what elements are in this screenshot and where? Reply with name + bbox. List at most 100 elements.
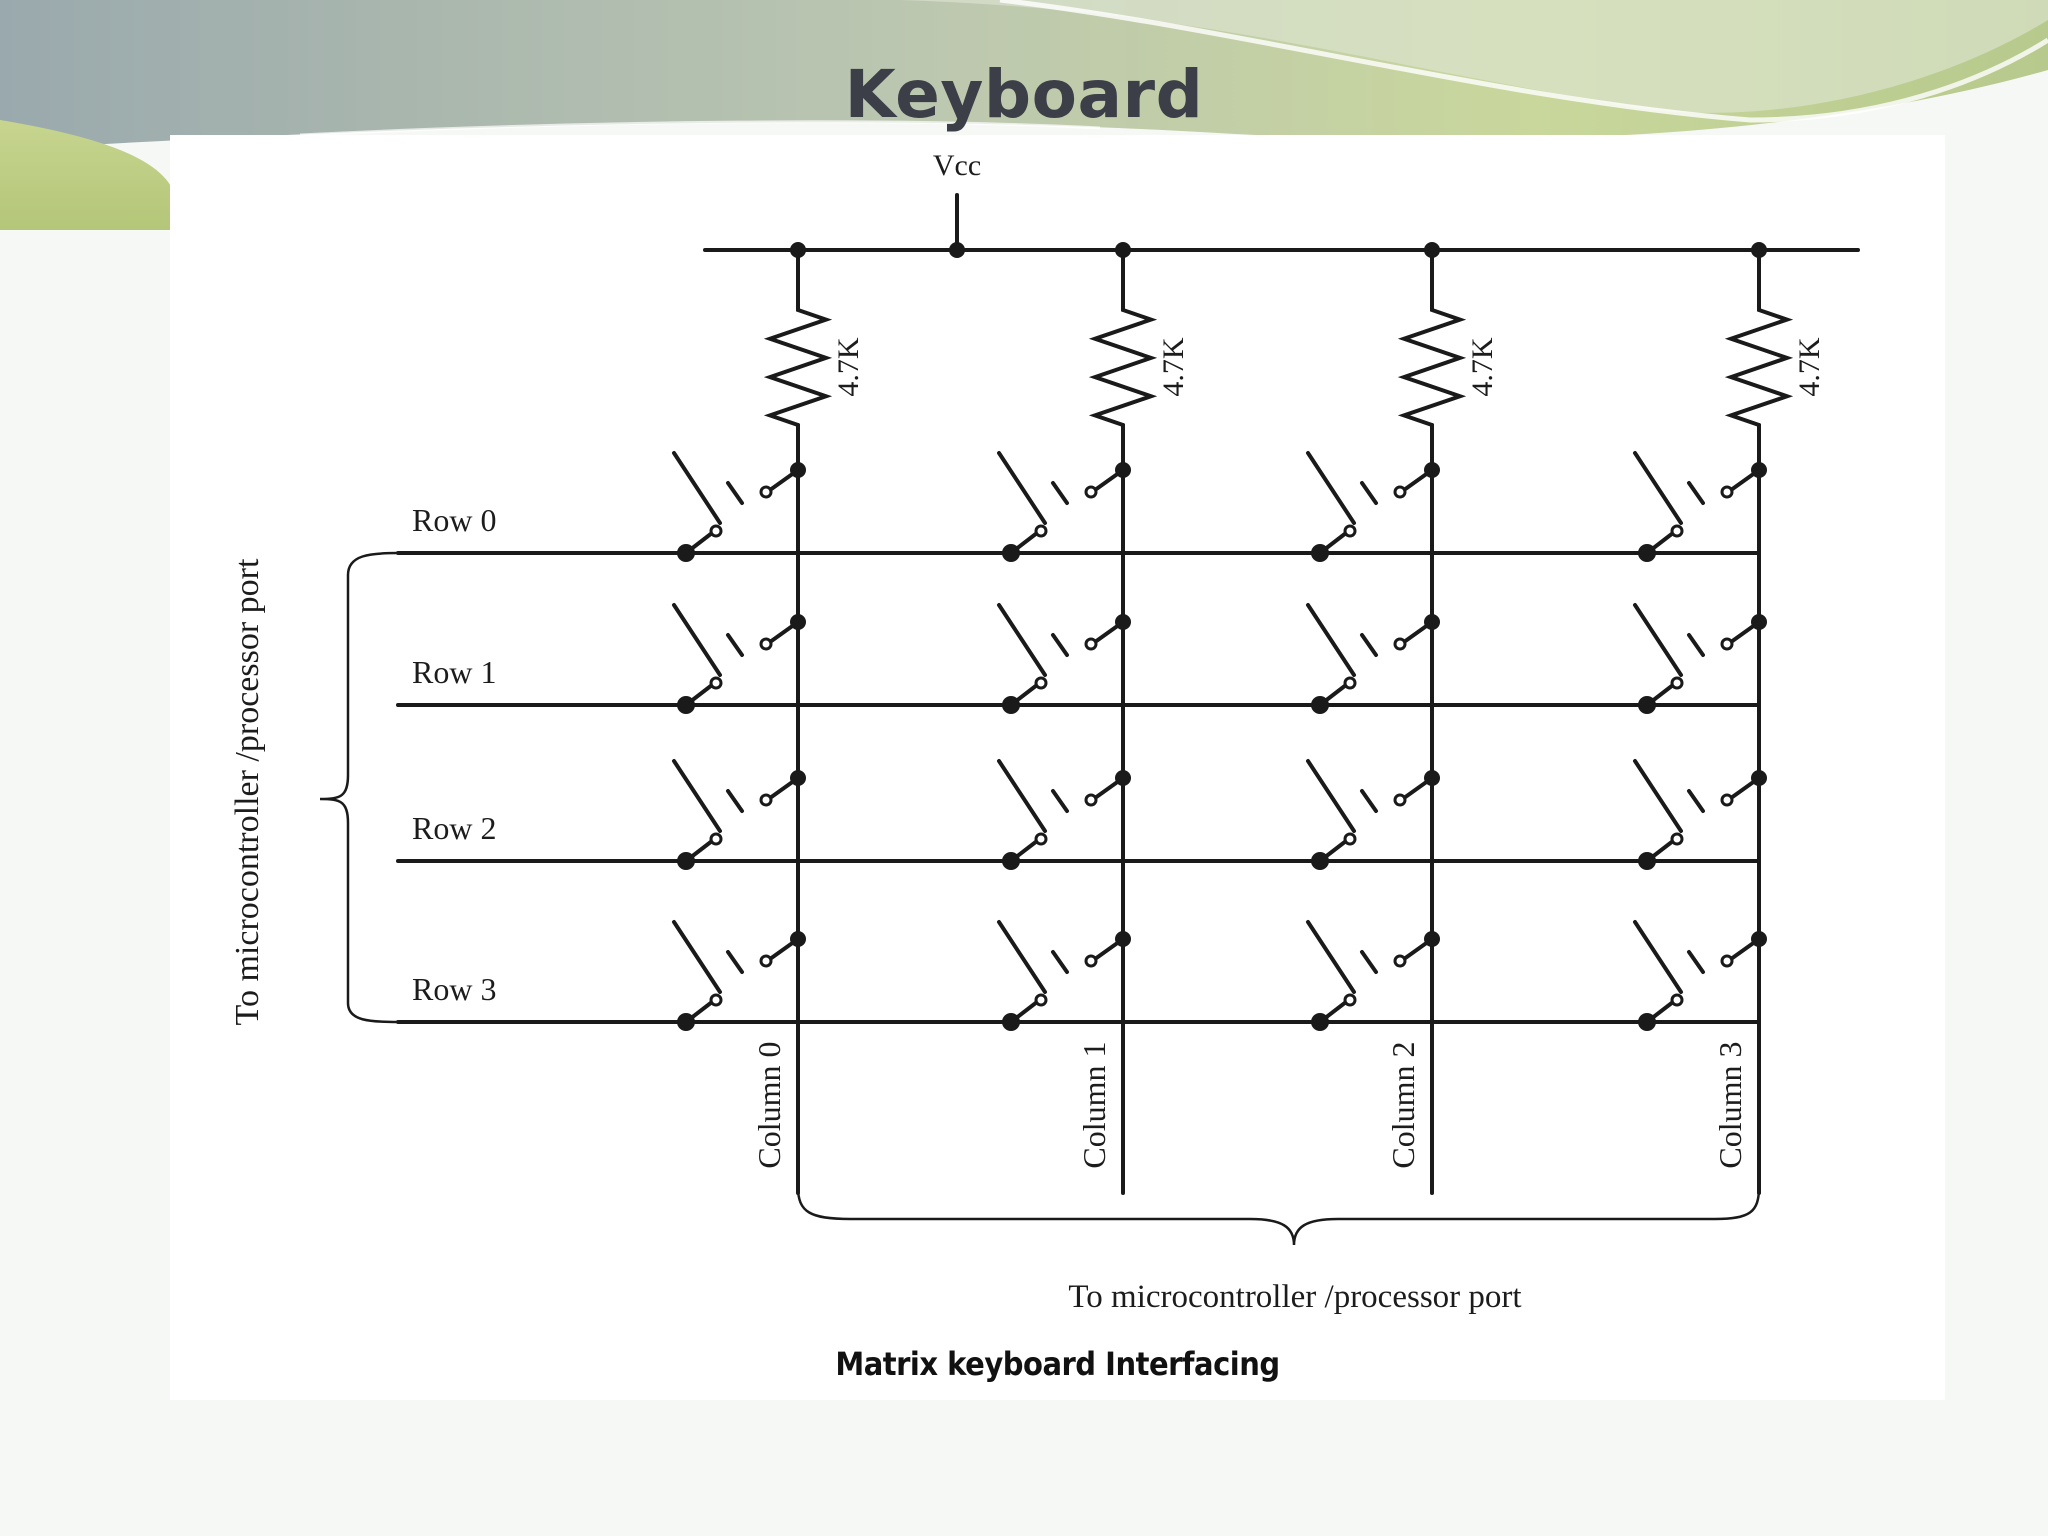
switch-plunger [1051, 633, 1069, 657]
switch-blade [997, 451, 1047, 525]
column-tap-node [1115, 462, 1131, 478]
switch-contact [759, 637, 773, 651]
switch-plunger [1687, 950, 1705, 974]
switch-blade [1633, 920, 1683, 994]
switch-contact [1034, 832, 1048, 846]
row-tap-node [1311, 1013, 1329, 1031]
row-tap-node [677, 696, 695, 714]
switch-contact [759, 954, 773, 968]
column-label-0: Column 0 [751, 1041, 787, 1168]
column-tap-node [1751, 770, 1767, 786]
switch-blade [672, 603, 722, 677]
column-tap-node [790, 462, 806, 478]
bus-junction-node [1424, 242, 1440, 258]
switch-contact [1670, 524, 1684, 538]
switch-contact [1343, 524, 1357, 538]
switch-contact [1393, 485, 1407, 499]
column-label-1: Column 1 [1076, 1041, 1112, 1168]
resistor-3 [1724, 248, 1794, 427]
row-tap-node [1638, 696, 1656, 714]
switch-contact [1720, 954, 1734, 968]
switch-plunger [726, 633, 744, 657]
switch-contact [1343, 676, 1357, 690]
row-tap-node [1638, 852, 1656, 870]
switch-plunger [726, 481, 744, 505]
switch-contact [1034, 676, 1048, 690]
switch-blade [997, 759, 1047, 833]
switch-blade [1633, 759, 1683, 833]
switch-plunger [1687, 633, 1705, 657]
vcc-label: Vcc [933, 149, 981, 182]
column-tap-node [1751, 462, 1767, 478]
column-tap-node [1115, 770, 1131, 786]
column-port-label: To microcontroller /processor port [1068, 1279, 1521, 1315]
switch-contact [1720, 793, 1734, 807]
switch-plunger [1360, 789, 1378, 813]
schematic-nodes [677, 242, 1767, 1031]
resistor-0 [763, 248, 833, 427]
bus-junction-node [1115, 242, 1131, 258]
switch-blade [1306, 451, 1356, 525]
row-tap-node [1638, 1013, 1656, 1031]
switch-contact [1343, 993, 1357, 1007]
switch-contact [1720, 637, 1734, 651]
resistor-1 [1088, 248, 1158, 427]
switch-plunger [1360, 481, 1378, 505]
column-tap-node [1751, 614, 1767, 630]
row-tap-node [677, 852, 695, 870]
column-label-2: Column 2 [1385, 1041, 1421, 1168]
row-tap-node [1311, 696, 1329, 714]
switch-contact [1393, 954, 1407, 968]
bus-junction-node [1751, 242, 1767, 258]
switch-contact [1670, 832, 1684, 846]
column-tap-node [790, 614, 806, 630]
row-label-1: Row 1 [412, 654, 496, 690]
switch-contact [709, 676, 723, 690]
switch-contact [759, 485, 773, 499]
resistor-value-label: 4.7K [1157, 337, 1190, 397]
row-tap-node [1311, 544, 1329, 562]
switch-blade [1306, 920, 1356, 994]
column-tap-node [790, 931, 806, 947]
row-port-label: To microcontroller /processor port [229, 558, 266, 1025]
row-tap-node [1002, 1013, 1020, 1031]
slide-title: Keyboard [844, 56, 1204, 133]
bus-junction-node [790, 242, 806, 258]
column-tap-node [790, 770, 806, 786]
switch-blade [1633, 451, 1683, 525]
switch-contact [759, 793, 773, 807]
row-tap-node [677, 1013, 695, 1031]
schematic-wires [319, 193, 1860, 1246]
row-label-0: Row 0 [412, 502, 496, 538]
switch-blade [1306, 603, 1356, 677]
column-tap-node [1424, 462, 1440, 478]
row-tap-node [1002, 696, 1020, 714]
switch-plunger [1051, 789, 1069, 813]
switch-plunger [1051, 481, 1069, 505]
vcc-node [949, 242, 965, 258]
column-tap-node [1751, 931, 1767, 947]
switch-blade [997, 920, 1047, 994]
row-tap-node [1311, 852, 1329, 870]
column-tap-node [1424, 614, 1440, 630]
switch-blade [997, 603, 1047, 677]
switch-contact [709, 524, 723, 538]
switch-plunger [726, 789, 744, 813]
switch-blade [1306, 759, 1356, 833]
resistor-value-label: 4.7K [1466, 337, 1499, 397]
switch-contact [1084, 485, 1098, 499]
switch-contact [709, 832, 723, 846]
switch-blade [672, 920, 722, 994]
switch-contact [1720, 485, 1734, 499]
column-tap-node [1424, 931, 1440, 947]
resistor-2 [1397, 248, 1467, 427]
resistor-value-label: 4.7K [832, 337, 865, 397]
column-label-3: Column 3 [1712, 1041, 1748, 1168]
switch-plunger [1360, 633, 1378, 657]
switch-blade [672, 451, 722, 525]
switch-contact [1084, 954, 1098, 968]
